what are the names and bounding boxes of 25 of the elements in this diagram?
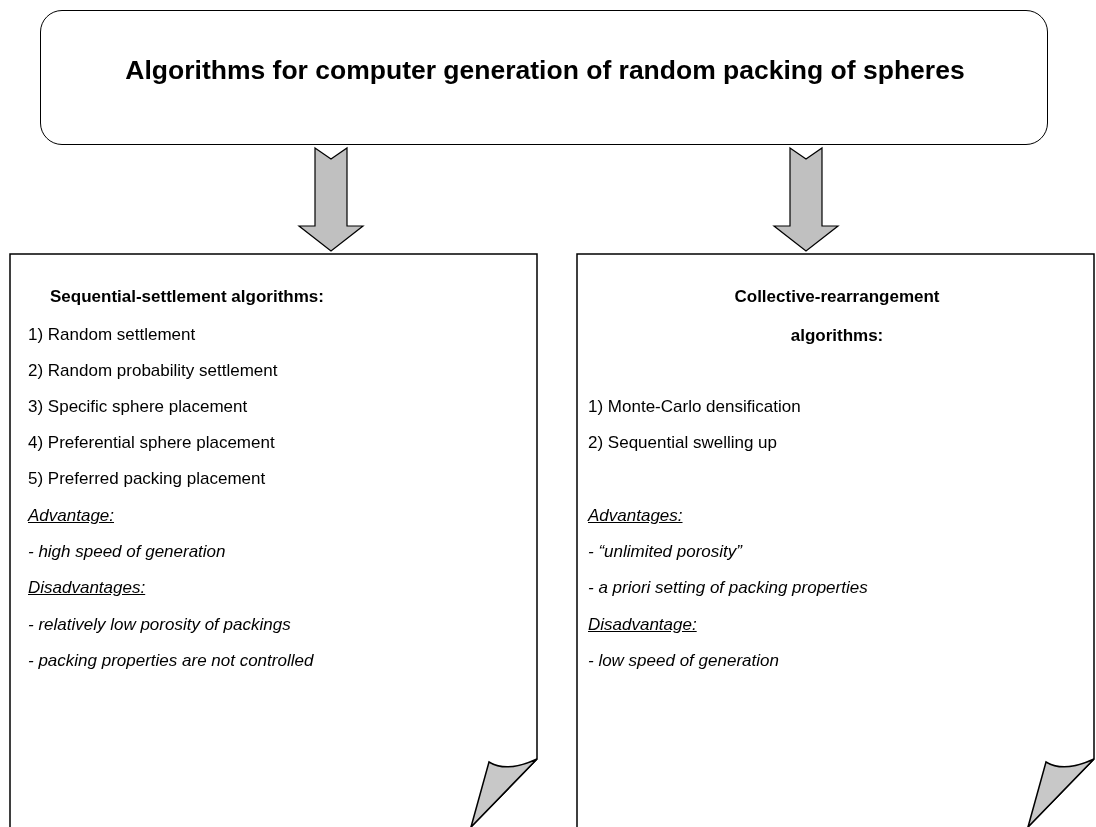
- document-box: [577, 254, 1094, 827]
- title-box: [40, 10, 1048, 145]
- note-text: - “unlimited porosity”: [588, 542, 742, 562]
- list-item: 1) Random settlement: [28, 325, 196, 345]
- note-text: - packing properties are not controlled: [28, 651, 314, 671]
- heading-text: Algorithms for computer generation of random packing of spheres: [124, 54, 966, 87]
- section-heading: Sequential-settlement algorithms:: [50, 287, 324, 307]
- note-text: - relatively low porosity of packings: [28, 615, 291, 635]
- document-box: [10, 254, 537, 827]
- list-item: 2) Sequential swelling up: [588, 433, 777, 453]
- list-item: 2) Random probability settlement: [28, 361, 278, 381]
- subheading: Advantages:: [588, 506, 683, 526]
- block-arrow: [297, 146, 365, 252]
- list-item: 1) Monte-Carlo densification: [588, 397, 801, 417]
- list-item: 3) Specific sphere placement: [28, 397, 248, 417]
- block-arrow: [772, 146, 840, 252]
- subheading: Advantage:: [28, 506, 114, 526]
- note-text: - high speed of generation: [28, 542, 226, 562]
- list-item: 4) Preferential sphere placement: [28, 433, 275, 453]
- note-text: - low speed of generation: [588, 651, 779, 671]
- list-item: 5) Preferred packing placement: [28, 469, 266, 489]
- note-text: - a priori setting of packing properties: [588, 578, 868, 598]
- subheading: Disadvantage:: [588, 615, 697, 635]
- section-heading: Collective-rearrangement algorithms:: [733, 286, 941, 347]
- subheading: Disadvantages:: [28, 578, 146, 598]
